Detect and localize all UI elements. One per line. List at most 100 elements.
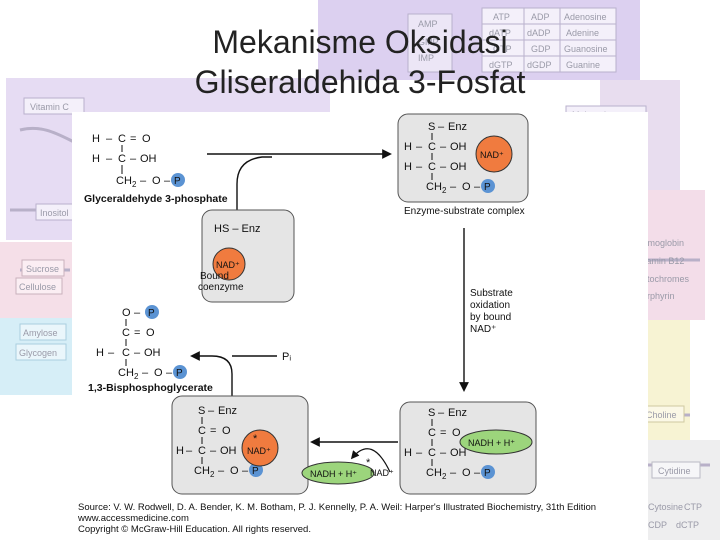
nad-plus-label: NAD⁺ [216, 260, 240, 270]
oxidation-line-3: by bound [470, 312, 511, 323]
phosphate-icon [171, 173, 185, 187]
gapdh-mechanism-figure: H – C = O H – C – OH CH 2 – O – P Glycer… [72, 112, 648, 540]
oxidation-line-1: Substrate [470, 288, 513, 299]
thioester-structure: S – Enz C = O H – C – OH CH 2 – O – P [176, 405, 263, 479]
atom-o: O [142, 133, 151, 145]
hydroxyl: OH [450, 141, 467, 153]
star-mark: * [253, 433, 258, 445]
bg-dgtp: dGTP [489, 60, 513, 70]
atom-c: C [198, 445, 206, 457]
inorganic-phosphate-label: Pᵢ [282, 351, 291, 363]
subscript-2: 2 [132, 180, 137, 189]
glyceraldehyde-3-phosphate: H – C = O H – C – OH CH 2 – O – P Glycer… [84, 133, 228, 205]
label-1-3-bisphosphoglycerate: 1,3-Bisphosphoglycerate [88, 382, 213, 394]
methylene: CH [116, 175, 132, 187]
source-copyright: Copyright © McGraw-Hill Education. All r… [78, 524, 311, 535]
hydroxyl: OH [140, 153, 157, 165]
bg-cdp: CDP [648, 520, 667, 530]
source-citation: Source: V. W. Rodwell, D. A. Bender, K. … [78, 502, 596, 513]
hs-enzyme-label: HS – Enz [214, 223, 260, 235]
bond: – [166, 367, 173, 379]
nadh-released-icon [301, 461, 375, 485]
atom-o: O [152, 175, 161, 187]
bg-porphyrin: Porphyrin [636, 291, 675, 301]
bg-glycogen: Glycogen [19, 348, 57, 358]
source-url: www.accessmedicine.com [77, 513, 189, 524]
methylene: CH [426, 181, 442, 193]
atom-h: H [404, 141, 412, 153]
arrow-nadh-release [350, 448, 391, 473]
atom-o: O [452, 427, 461, 439]
atom-h: H [96, 347, 104, 359]
atom-h: H [176, 445, 184, 457]
bond: – [438, 407, 445, 419]
atom-o: O [222, 425, 231, 437]
atom-s: S [198, 405, 205, 417]
bond: – [106, 133, 113, 145]
arrow-phosphorolysis [190, 351, 233, 402]
hydroxyl: OH [450, 161, 467, 173]
bg-amp: AMP [418, 19, 438, 29]
double-bond: = [134, 327, 140, 339]
bg-datp: dATP [489, 28, 511, 38]
phosphate-label: P [484, 182, 491, 193]
bg-vitamin-b12: Vitamin B12 [636, 256, 684, 266]
nadh-bound-icon [459, 429, 533, 455]
label-enzyme-substrate-complex: Enzyme-substrate complex [404, 206, 525, 217]
bg-adenosine: Adenosine [564, 12, 607, 22]
bg-dadp: dADP [527, 28, 551, 38]
oxidation-line-4: NAD⁺ [470, 324, 496, 335]
bond: – [450, 467, 457, 479]
bg-sucrose: Sucrose [26, 264, 59, 274]
atom-h: H [404, 447, 412, 459]
nucleotide-boxes: AMP GMP IMP ATP ADP Adenosine dATP dADP … [407, 7, 617, 73]
atom-o: O [230, 465, 239, 477]
star-mark: * [366, 457, 371, 469]
bg-dctp: dCTP [676, 520, 699, 530]
bg-gdp: GDP [531, 44, 551, 54]
atom-c: C [118, 153, 126, 165]
methylene: CH [194, 465, 210, 477]
phosphate-label: P [174, 176, 181, 187]
map-left-labels: Vitamin C Inositol Sucrose Cellulose Amy… [15, 97, 85, 361]
atom-o: O [462, 181, 471, 193]
bond: – [210, 445, 217, 457]
enzyme-label: Enz [448, 121, 467, 133]
bond: – [416, 141, 423, 153]
thioester-nad-panel [171, 395, 309, 495]
bond: – [218, 465, 225, 477]
bg-inositol: Inositol [40, 208, 69, 218]
atom-s: S [428, 121, 435, 133]
atom-o: O [154, 367, 163, 379]
atom-o: O [146, 327, 155, 339]
coenzyme-label: coenzyme [198, 282, 244, 293]
phosphate-icon [481, 179, 495, 193]
bg-dgdp: dGDP [527, 60, 552, 70]
bond: – [440, 161, 447, 173]
bond: – [440, 141, 447, 153]
hydroxyl: OH [144, 347, 161, 359]
phosphate-icon [481, 465, 495, 479]
nadh-bound-label: NADH + H⁺ [468, 438, 515, 448]
complex-structure: S – Enz H – C – OH H – C – OH CH 2 – O –… [404, 121, 495, 195]
double-bond: = [440, 427, 446, 439]
atom-h: H [92, 133, 100, 145]
atom-h: H [92, 153, 100, 165]
incoming-nad-plus-label: NAD⁺ [370, 468, 394, 478]
nad-plus-icon [212, 247, 246, 281]
bg-atp: ATP [493, 12, 510, 22]
phosphate-icon [145, 305, 159, 319]
nad-plus-bound-icon [241, 429, 279, 467]
bond: – [474, 467, 481, 479]
bond: – [440, 447, 447, 459]
atom-h: H [404, 161, 412, 173]
oxidation-note: Substrate oxidation by bound NAD⁺ [470, 288, 513, 335]
phosphate-label: P [176, 368, 183, 379]
bg-adenine: Adenine [566, 28, 599, 38]
subscript-2: 2 [442, 186, 447, 195]
subscript-2: 2 [442, 472, 447, 481]
bond: – [106, 153, 113, 165]
phosphate-icon [173, 365, 187, 379]
hydroxyl: OH [450, 447, 467, 459]
bond: – [108, 347, 115, 359]
